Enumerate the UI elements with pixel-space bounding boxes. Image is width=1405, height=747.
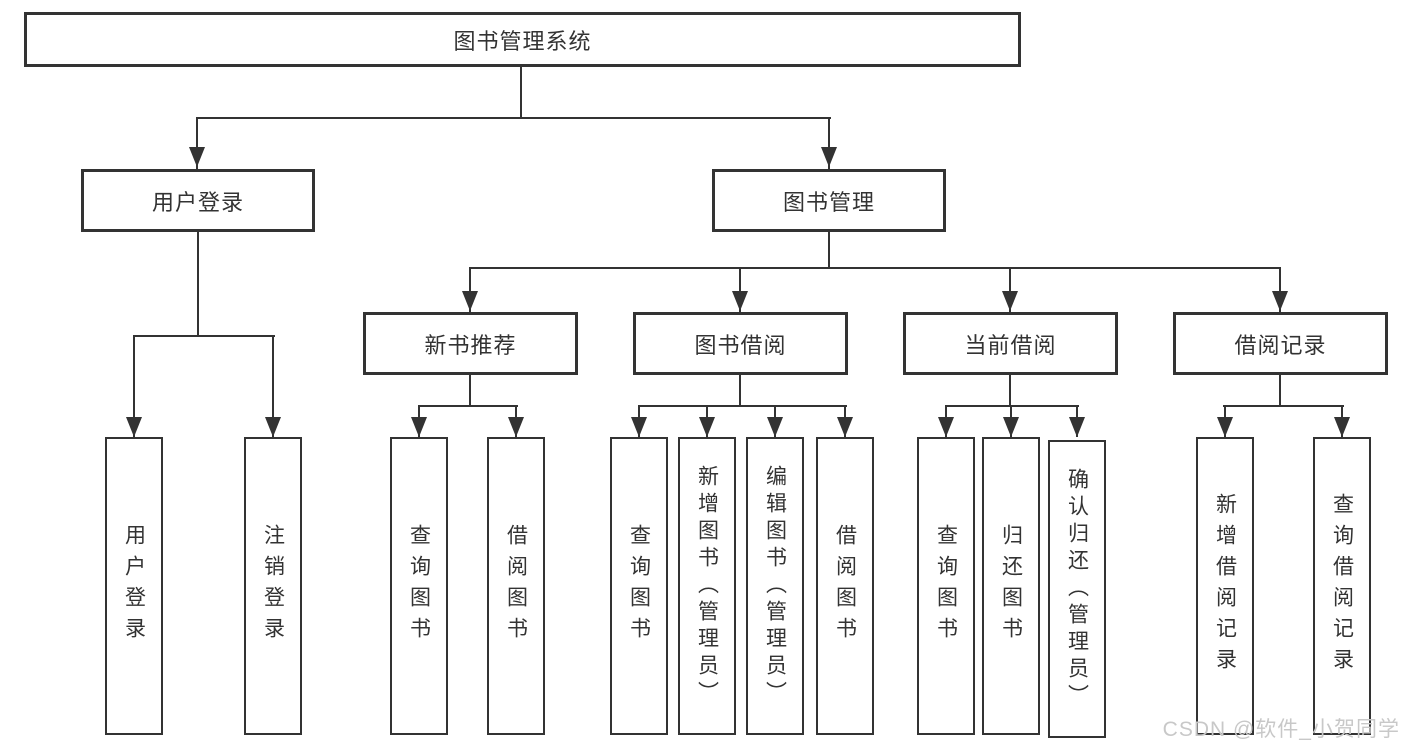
node-root: 图书管理系统 bbox=[24, 12, 1021, 67]
leaf-return-book: 归还图书 bbox=[982, 437, 1040, 735]
leaf-add-book-admin-label: 新增图书（管理员） bbox=[695, 464, 719, 708]
leaf-edit-book-admin: 编辑图书（管理员） bbox=[746, 437, 804, 735]
edge-stem-book-management bbox=[828, 117, 830, 171]
leaf-add-borrow-record: 新增借阅记录 bbox=[1196, 437, 1254, 735]
node-root-label: 图书管理系统 bbox=[453, 28, 592, 54]
edge-new-book-stem bbox=[469, 373, 471, 407]
arrowhead-down-icon bbox=[732, 291, 748, 311]
edge-user-login-stem bbox=[197, 231, 199, 337]
leaf-logout: 注销登录 bbox=[244, 437, 302, 735]
arrowhead-down-icon bbox=[767, 417, 783, 437]
arrowhead-down-icon bbox=[699, 417, 715, 437]
arrowhead-down-icon bbox=[837, 417, 853, 437]
arrowhead-down-icon bbox=[1217, 417, 1233, 437]
edge-branch-current-borrow bbox=[945, 405, 1079, 407]
arrowhead-down-icon bbox=[508, 417, 524, 437]
arrowhead-down-icon bbox=[189, 147, 205, 167]
leaf-borrow-books-recommend: 借阅图书 bbox=[487, 437, 545, 735]
arrowhead-down-icon bbox=[126, 417, 142, 437]
arrowhead-down-icon bbox=[1002, 291, 1018, 311]
edge-stem-leaf bbox=[133, 335, 135, 437]
edge-stem-new-book bbox=[469, 267, 471, 313]
leaf-add-book-admin: 新增图书（管理员） bbox=[678, 437, 736, 735]
leaf-query-books-recommend-label: 查询图书 bbox=[407, 524, 431, 648]
leaf-query-books-recommend: 查询图书 bbox=[390, 437, 448, 735]
node-current-borrow: 当前借阅 bbox=[903, 312, 1118, 375]
leaf-query-books-borrow-label: 查询图书 bbox=[627, 524, 651, 648]
node-current-borrow-label: 当前借阅 bbox=[964, 332, 1057, 358]
edge-current-borrow-stem bbox=[1009, 373, 1011, 407]
node-book-borrow: 图书借阅 bbox=[633, 312, 848, 375]
arrowhead-down-icon bbox=[1334, 417, 1350, 437]
edge-branch-borrow-records bbox=[1223, 405, 1344, 407]
leaf-add-borrow-record-label: 新增借阅记录 bbox=[1213, 493, 1237, 679]
leaf-query-books-current: 查询图书 bbox=[917, 437, 975, 735]
node-new-book-recommend: 新书推荐 bbox=[363, 312, 578, 375]
arrowhead-down-icon bbox=[938, 417, 954, 437]
node-new-book-recommend-label: 新书推荐 bbox=[424, 332, 517, 358]
leaf-user-login-label: 用户登录 bbox=[122, 524, 146, 648]
leaf-user-login: 用户登录 bbox=[105, 437, 163, 735]
leaf-return-book-label: 归还图书 bbox=[999, 524, 1023, 648]
edge-stem-leaf bbox=[272, 335, 274, 437]
leaf-borrow-books-recommend-label: 借阅图书 bbox=[504, 524, 528, 648]
node-borrow-records-label: 借阅记录 bbox=[1234, 332, 1327, 358]
node-book-management: 图书管理 bbox=[712, 169, 946, 232]
node-user-login-label: 用户登录 bbox=[151, 189, 244, 215]
edge-book-borrow-stem bbox=[739, 373, 741, 407]
arrowhead-down-icon bbox=[631, 417, 647, 437]
leaf-query-books-current-label: 查询图书 bbox=[934, 524, 958, 648]
arrowhead-down-icon bbox=[821, 147, 837, 167]
leaf-borrow-books-2: 借阅图书 bbox=[816, 437, 874, 735]
node-borrow-records: 借阅记录 bbox=[1173, 312, 1388, 375]
node-book-management-label: 图书管理 bbox=[782, 189, 875, 215]
arrowhead-down-icon bbox=[1003, 417, 1019, 437]
leaf-confirm-return-admin-label: 确认归还（管理员） bbox=[1065, 467, 1089, 711]
edge-branch-user-login bbox=[133, 335, 275, 337]
leaf-query-books-borrow: 查询图书 bbox=[610, 437, 668, 735]
leaf-borrow-books-2-label: 借阅图书 bbox=[833, 524, 857, 648]
arrowhead-down-icon bbox=[462, 291, 478, 311]
edge-stem-borrow-records bbox=[1279, 267, 1281, 313]
leaf-query-borrow-record-label: 查询借阅记录 bbox=[1330, 493, 1354, 679]
edge-stem-user-login bbox=[196, 117, 198, 171]
node-book-borrow-label: 图书借阅 bbox=[694, 332, 787, 358]
edge-book-management-stem bbox=[828, 231, 830, 269]
arrowhead-down-icon bbox=[265, 417, 281, 437]
edge-root-stem bbox=[520, 65, 522, 119]
edge-stem-current-borrow bbox=[1009, 267, 1011, 313]
leaf-logout-label: 注销登录 bbox=[261, 524, 285, 648]
watermark: CSDN @软件_小贺同学 bbox=[1162, 718, 1400, 741]
edge-borrow-records-stem bbox=[1279, 373, 1281, 407]
leaf-edit-book-admin-label: 编辑图书（管理员） bbox=[763, 464, 787, 708]
node-user-login: 用户登录 bbox=[81, 169, 315, 232]
edge-branch-new-book bbox=[418, 405, 518, 407]
arrowhead-down-icon bbox=[1272, 291, 1288, 311]
edge-stem-book-borrow bbox=[739, 267, 741, 313]
arrowhead-down-icon bbox=[411, 417, 427, 437]
edge-branch-level1 bbox=[196, 117, 831, 119]
edge-branch-level3 bbox=[469, 267, 1281, 269]
leaf-confirm-return-admin: 确认归还（管理员） bbox=[1048, 440, 1106, 738]
edge-branch-book-borrow bbox=[638, 405, 847, 407]
arrowhead-down-icon bbox=[1069, 417, 1085, 437]
leaf-query-borrow-record: 查询借阅记录 bbox=[1313, 437, 1371, 735]
